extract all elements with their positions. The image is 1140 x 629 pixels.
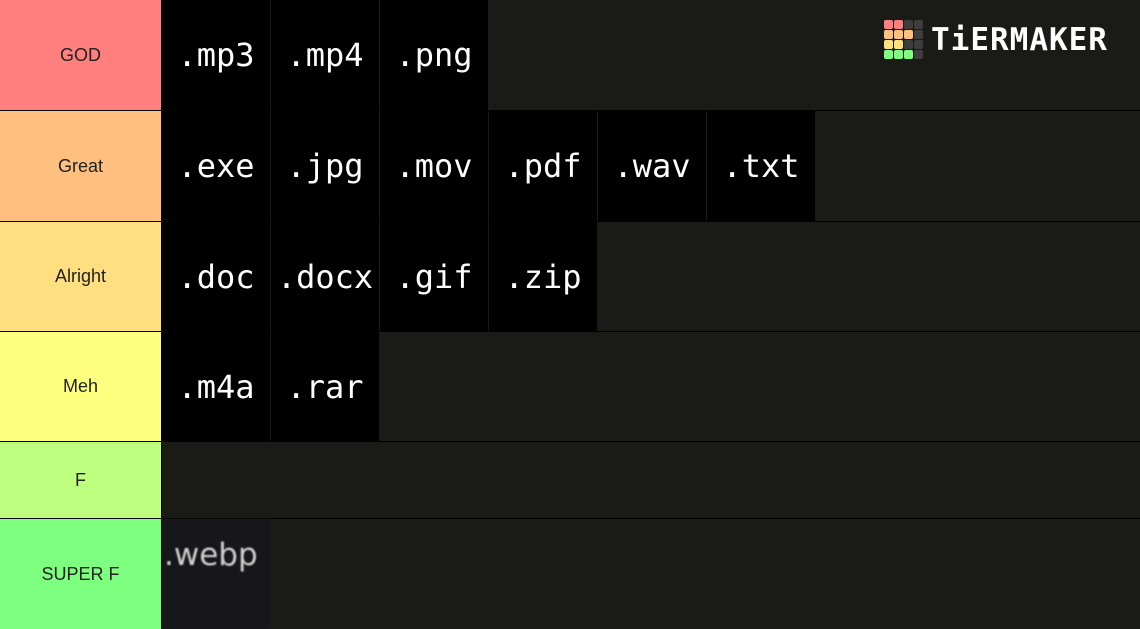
logo-grid-cell [914, 50, 923, 59]
tier-drop-zone[interactable]: .exe.jpg.mov.pdf.wav.txt [162, 111, 1140, 221]
tier-drop-zone[interactable]: .mp3.mp4.png [162, 0, 1140, 110]
tier-item[interactable]: .wav [598, 111, 706, 221]
tier-item[interactable]: .png [380, 0, 488, 110]
tier-drop-zone[interactable]: .m4a.rar [162, 332, 1140, 441]
tier-item[interactable]: .webp [162, 519, 270, 629]
logo-grid-cell [914, 30, 923, 39]
tier-row: GOD.mp3.mp4.png [0, 0, 1140, 110]
logo-grid-cell [904, 50, 913, 59]
tier-label[interactable]: GOD [0, 0, 161, 110]
logo-text: TiERMAKER [931, 21, 1108, 58]
tier-drop-zone[interactable]: .doc.docx.gif.zip [162, 222, 1140, 331]
tier-label[interactable]: Great [0, 111, 161, 221]
tiermaker-logo: TiERMAKER [884, 20, 1108, 59]
tier-item[interactable]: .txt [707, 111, 815, 221]
logo-grid-cell [894, 50, 903, 59]
tier-item[interactable]: .pdf [489, 111, 597, 221]
tier-item[interactable]: .gif [380, 222, 488, 331]
logo-grid-cell [894, 40, 903, 49]
logo-grid-cell [894, 20, 903, 29]
tier-item[interactable]: .doc [162, 222, 270, 331]
logo-grid-cell [914, 20, 923, 29]
logo-grid-cell [884, 40, 893, 49]
logo-grid-cell [904, 30, 913, 39]
tier-label[interactable]: Alright [0, 222, 161, 331]
tier-row: SUPER F.webp [0, 519, 1140, 629]
tier-item[interactable]: .mov [380, 111, 488, 221]
tier-item[interactable]: .zip [489, 222, 597, 331]
logo-grid-cell [904, 20, 913, 29]
tier-item[interactable]: .docx [271, 222, 379, 331]
logo-grid-cell [894, 30, 903, 39]
logo-grid-cell [884, 20, 893, 29]
logo-grid-cell [884, 50, 893, 59]
tier-label[interactable]: SUPER F [0, 519, 161, 629]
tier-drop-zone[interactable] [162, 442, 1140, 518]
logo-grid-cell [904, 40, 913, 49]
tier-label[interactable]: Meh [0, 332, 161, 441]
logo-grid-cell [884, 30, 893, 39]
tier-row: F [0, 442, 1140, 518]
tier-item[interactable]: .jpg [271, 111, 379, 221]
tier-label[interactable]: F [0, 442, 161, 518]
tier-item[interactable]: .rar [271, 332, 379, 441]
tier-item[interactable]: .mp3 [162, 0, 270, 110]
tier-item[interactable]: .m4a [162, 332, 270, 441]
logo-grid-cell [914, 40, 923, 49]
tier-row: Meh.m4a.rar [0, 332, 1140, 441]
tier-row: Great.exe.jpg.mov.pdf.wav.txt [0, 111, 1140, 221]
tier-row: Alright.doc.docx.gif.zip [0, 222, 1140, 331]
tier-item[interactable]: .exe [162, 111, 270, 221]
tier-drop-zone[interactable]: .webp [162, 519, 1140, 629]
logo-grid-icon [884, 20, 923, 59]
tier-item[interactable]: .mp4 [271, 0, 379, 110]
